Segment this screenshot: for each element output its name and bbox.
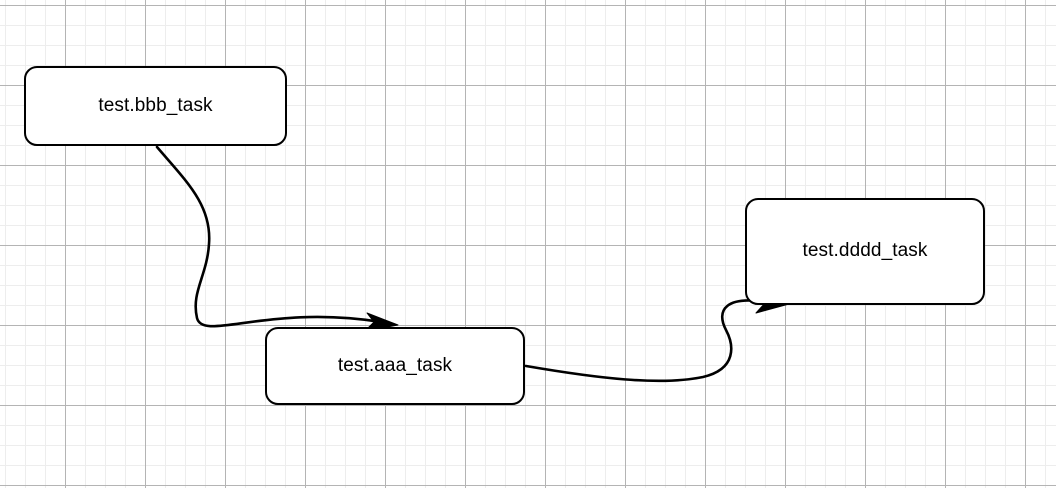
edge-bbb-to-aaa-path: [155, 145, 383, 328]
node-test-aaa-task[interactable]: test.aaa_task: [265, 327, 525, 405]
edge-aaa-to-dddd[interactable]: [524, 292, 790, 383]
edge-aaa-to-dddd-path: [524, 299, 774, 383]
edge-bbb-to-aaa[interactable]: [155, 145, 399, 332]
node-label: test.bbb_task: [98, 94, 213, 116]
node-test-bbb-task[interactable]: test.bbb_task: [24, 66, 287, 146]
node-label: test.aaa_task: [337, 354, 453, 376]
node-test-dddd-task[interactable]: test.dddd_task: [745, 198, 985, 305]
node-label: test.dddd_task: [802, 240, 928, 262]
